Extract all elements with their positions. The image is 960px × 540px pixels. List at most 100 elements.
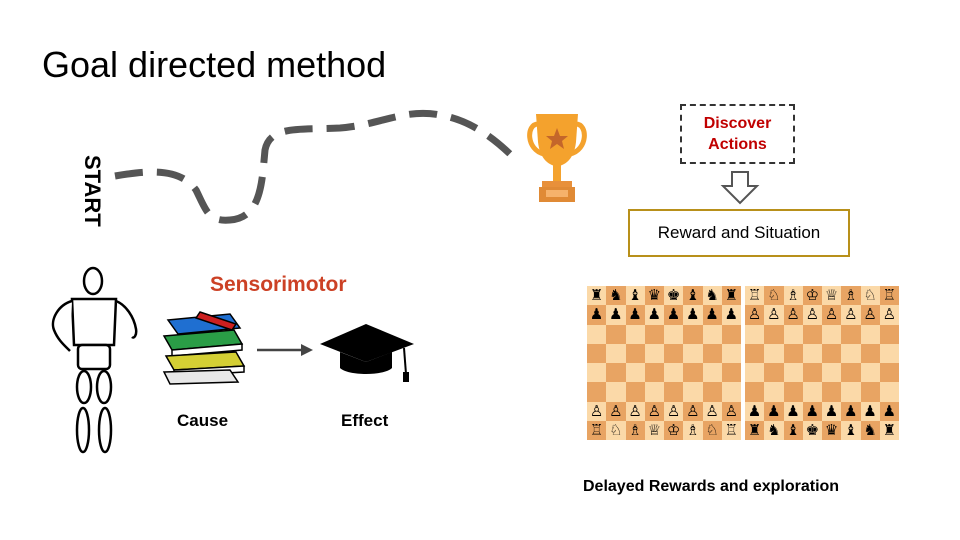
chess-square <box>644 382 664 402</box>
chess-square: ♞ <box>860 420 880 440</box>
chess-piece: ♖ <box>589 420 604 439</box>
chess-square <box>664 382 684 402</box>
chess-square <box>860 324 880 344</box>
chess-square: ♙ <box>683 401 703 421</box>
chess-square: ♙ <box>644 401 664 421</box>
chess-piece: ♛ <box>824 420 839 439</box>
chess-square: ♖ <box>721 420 741 440</box>
chess-square <box>606 363 626 383</box>
chess-square: ♗ <box>841 286 861 306</box>
chess-square: ♕ <box>644 420 664 440</box>
sensorimotor-label: Sensorimotor <box>210 273 347 296</box>
effect-label: Effect <box>341 411 389 430</box>
chess-square: ♗ <box>683 420 703 440</box>
chess-piece: ♝ <box>628 286 642 305</box>
chess-square <box>587 343 607 363</box>
chess-square: ♟ <box>745 401 765 421</box>
chess-piece: ♞ <box>863 420 877 439</box>
chess-square <box>783 343 803 363</box>
chess-square <box>822 343 842 363</box>
chess-square <box>683 343 703 363</box>
chess-square: ♟ <box>721 305 741 325</box>
chess-square: ♙ <box>879 305 899 325</box>
chess-square <box>721 363 741 383</box>
chess-piece: ♙ <box>863 305 877 324</box>
chess-square <box>879 382 899 402</box>
chess-piece: ♞ <box>767 420 781 439</box>
chess-square: ♘ <box>606 420 626 440</box>
chess-piece: ♟ <box>786 401 800 420</box>
chess-square <box>764 382 784 402</box>
chess-piece: ♘ <box>705 420 719 439</box>
chess-piece: ♙ <box>844 305 858 324</box>
chess-square <box>879 343 899 363</box>
chess-piece: ♗ <box>844 286 858 305</box>
chess-square <box>745 382 765 402</box>
chess-square: ♚ <box>802 420 822 440</box>
chess-piece: ♙ <box>786 305 800 324</box>
chess-piece: ♟ <box>747 401 762 420</box>
chess-square: ♔ <box>664 420 684 440</box>
chess-square <box>625 343 645 363</box>
chess-piece: ♟ <box>844 401 858 420</box>
chess-square <box>606 343 626 363</box>
chess-square <box>841 363 861 383</box>
chess-piece: ♙ <box>666 401 681 420</box>
cause-label: Cause <box>177 411 229 430</box>
chess-square: ♙ <box>745 305 765 325</box>
chess-piece: ♟ <box>666 305 681 324</box>
chess-square <box>783 382 803 402</box>
chess-piece: ♙ <box>724 401 739 420</box>
chess-square <box>587 382 607 402</box>
chess-piece: ♟ <box>647 305 662 324</box>
chess-square: ♔ <box>802 286 822 306</box>
chess-square <box>802 324 822 344</box>
chess-square <box>664 343 684 363</box>
chess-square <box>625 382 645 402</box>
chess-square: ♟ <box>860 401 880 421</box>
chess-square <box>841 382 861 402</box>
chess-square <box>721 343 741 363</box>
chess-square <box>841 324 861 344</box>
chess-square: ♞ <box>764 420 784 440</box>
chess-piece: ♙ <box>805 305 820 324</box>
chess-piece: ♕ <box>647 420 662 439</box>
chess-piece: ♙ <box>609 401 623 420</box>
chess-square <box>644 324 664 344</box>
chess-piece: ♟ <box>805 401 820 420</box>
chess-square <box>802 363 822 383</box>
chess-square <box>702 324 722 344</box>
chess-square: ♙ <box>783 305 803 325</box>
chess-square: ♙ <box>764 305 784 325</box>
chess-piece: ♟ <box>589 305 604 324</box>
chess-piece: ♜ <box>747 420 762 439</box>
chess-piece: ♖ <box>747 286 762 305</box>
chess-square <box>702 363 722 383</box>
page-title: Goal directed method <box>42 44 387 85</box>
chess-square <box>745 324 765 344</box>
chess-square <box>644 343 664 363</box>
chess-piece: ♙ <box>589 401 604 420</box>
chess-square <box>745 363 765 383</box>
chess-square <box>644 363 664 383</box>
chess-piece: ♚ <box>805 420 820 439</box>
chess-square: ♗ <box>783 286 803 306</box>
chess-square: ♜ <box>879 420 899 440</box>
chess-piece: ♟ <box>686 305 700 324</box>
chess-piece: ♟ <box>705 305 719 324</box>
discover-line1: Discover <box>703 115 772 132</box>
chess-piece: ♜ <box>882 420 897 439</box>
chess-square <box>587 324 607 344</box>
chess-square: ♟ <box>683 305 703 325</box>
chess-piece: ♛ <box>647 286 662 305</box>
chess-square <box>664 324 684 344</box>
chess-square: ♟ <box>606 305 626 325</box>
chess-piece: ♘ <box>863 286 877 305</box>
chess-square <box>783 363 803 383</box>
chess-square: ♙ <box>625 401 645 421</box>
chess-piece: ♙ <box>705 401 719 420</box>
chess-square: ♛ <box>644 286 664 306</box>
books-icon <box>162 311 246 385</box>
graduation-cap-icon <box>320 324 414 382</box>
